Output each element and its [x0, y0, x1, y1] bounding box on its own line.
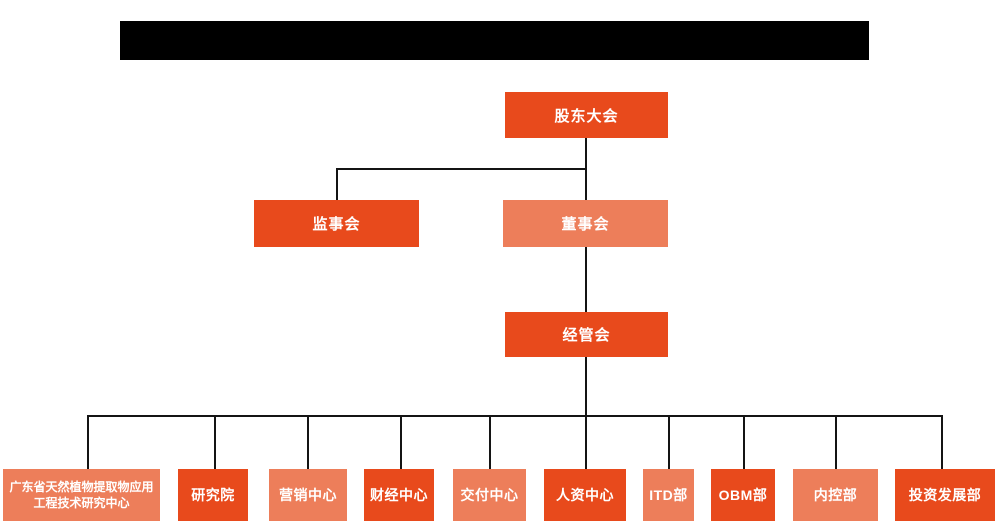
connector-branch-horizontal — [336, 168, 586, 170]
connector-drop-8 — [743, 415, 745, 469]
node-gd-natural-plant-extract-research-center: 广东省天然植物提取物应用工程技术研究中心 — [3, 469, 160, 521]
connector-drop-9 — [835, 415, 837, 469]
node-marketing-center: 营销中心 — [269, 469, 347, 521]
connector-management-to-bus — [585, 357, 587, 416]
node-research-institute: 研究院 — [178, 469, 248, 521]
node-itd-department: ITD部 — [643, 469, 694, 521]
connector-departments-bus — [87, 415, 943, 417]
redacted-title-bar — [120, 21, 869, 60]
connector-drop-6 — [585, 415, 587, 469]
connector-drop-1 — [87, 415, 89, 469]
connector-drop-2 — [214, 415, 216, 469]
node-management-committee: 经管会 — [505, 312, 668, 357]
connector-drop-5 — [489, 415, 491, 469]
connector-drop-4 — [400, 415, 402, 469]
node-board-of-directors: 董事会 — [503, 200, 668, 247]
connector-drop-10 — [941, 415, 943, 469]
node-investment-development-department: 投资发展部 — [895, 469, 995, 521]
connector-board-to-management — [585, 247, 587, 312]
connector-root-to-board — [585, 138, 587, 200]
node-obm-department: OBM部 — [711, 469, 775, 521]
connector-branch-to-supervisory — [336, 168, 338, 200]
node-internal-control-department: 内控部 — [793, 469, 878, 521]
node-delivery-center: 交付中心 — [453, 469, 526, 521]
connector-drop-3 — [307, 415, 309, 469]
node-finance-center: 财经中心 — [364, 469, 434, 521]
node-hr-center: 人资中心 — [544, 469, 626, 521]
node-supervisory-board: 监事会 — [254, 200, 419, 247]
connector-drop-7 — [668, 415, 670, 469]
node-shareholders-meeting: 股东大会 — [505, 92, 668, 138]
